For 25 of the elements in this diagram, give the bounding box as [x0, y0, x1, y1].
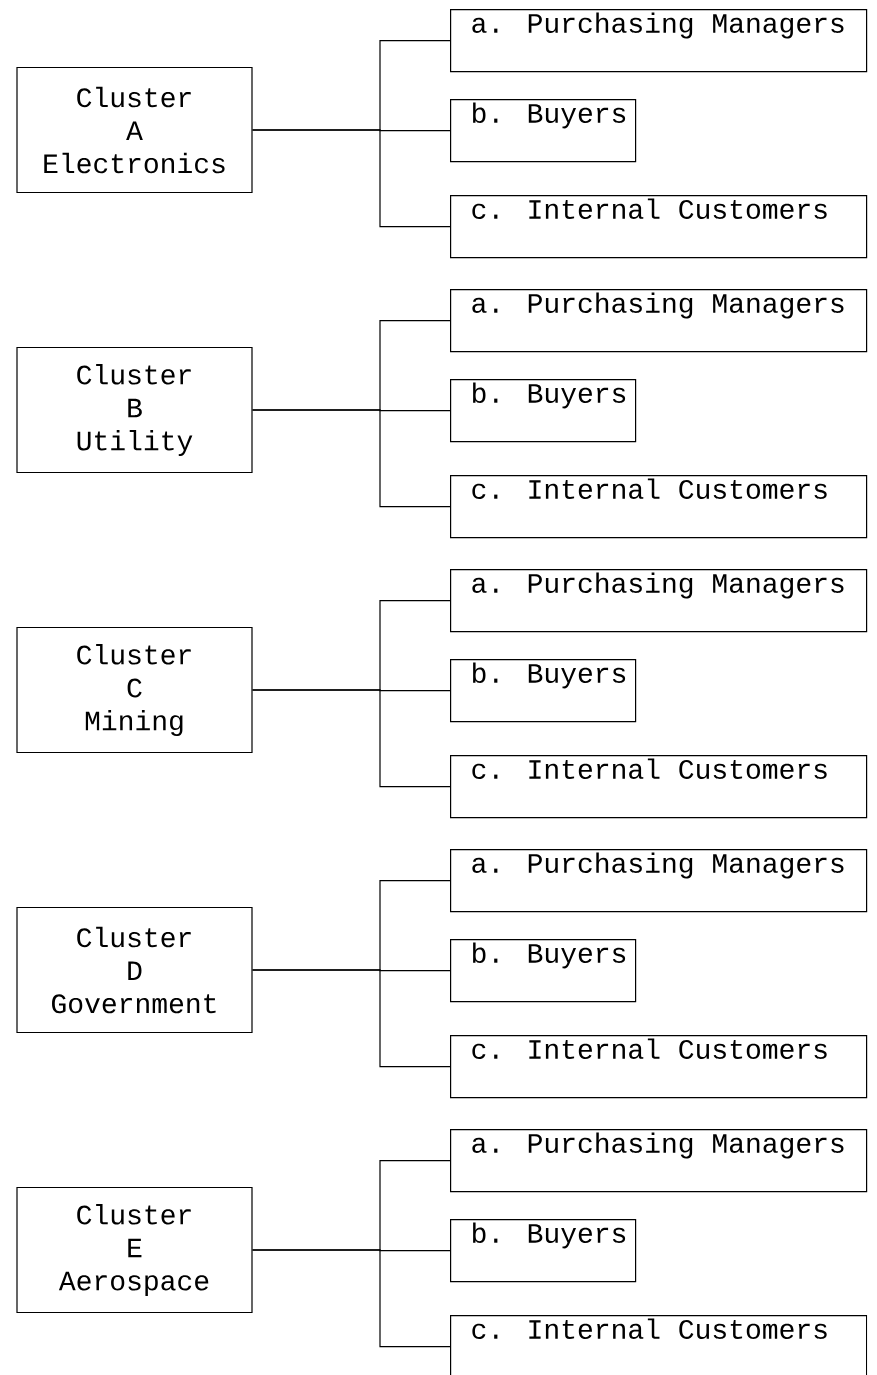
category-box: c. Internal Customers [450, 475, 868, 539]
category-box: a. Purchasing Managers [450, 9, 868, 73]
category-box: c. Internal Customers [450, 1315, 868, 1375]
category-box: b. Buyers [450, 1219, 637, 1283]
category-box: a. Purchasing Managers [450, 569, 868, 633]
cluster-box: Cluster E Aerospace [16, 1186, 253, 1314]
category-box: a. Purchasing Managers [450, 849, 868, 913]
category-box: a. Purchasing Managers [450, 1129, 868, 1193]
connector-line [252, 409, 451, 508]
cluster-box: Cluster D Government [16, 906, 253, 1034]
category-box: c. Internal Customers [450, 755, 868, 819]
connector-line [252, 689, 451, 788]
category-box: b. Buyers [450, 659, 637, 723]
category-box: c. Internal Customers [450, 1035, 868, 1099]
connector-line [252, 129, 451, 228]
category-box: b. Buyers [450, 939, 637, 1003]
cluster-box: Cluster A Electronics [16, 66, 253, 194]
cluster-box: Cluster B Utility [16, 346, 253, 474]
category-box: b. Buyers [450, 99, 637, 163]
connector-line [252, 1249, 451, 1348]
category-box: b. Buyers [450, 379, 637, 443]
category-box: c. Internal Customers [450, 195, 868, 259]
cluster-box: Cluster C Mining [16, 626, 253, 754]
connector-line [252, 969, 451, 1068]
category-box: a. Purchasing Managers [450, 289, 868, 353]
